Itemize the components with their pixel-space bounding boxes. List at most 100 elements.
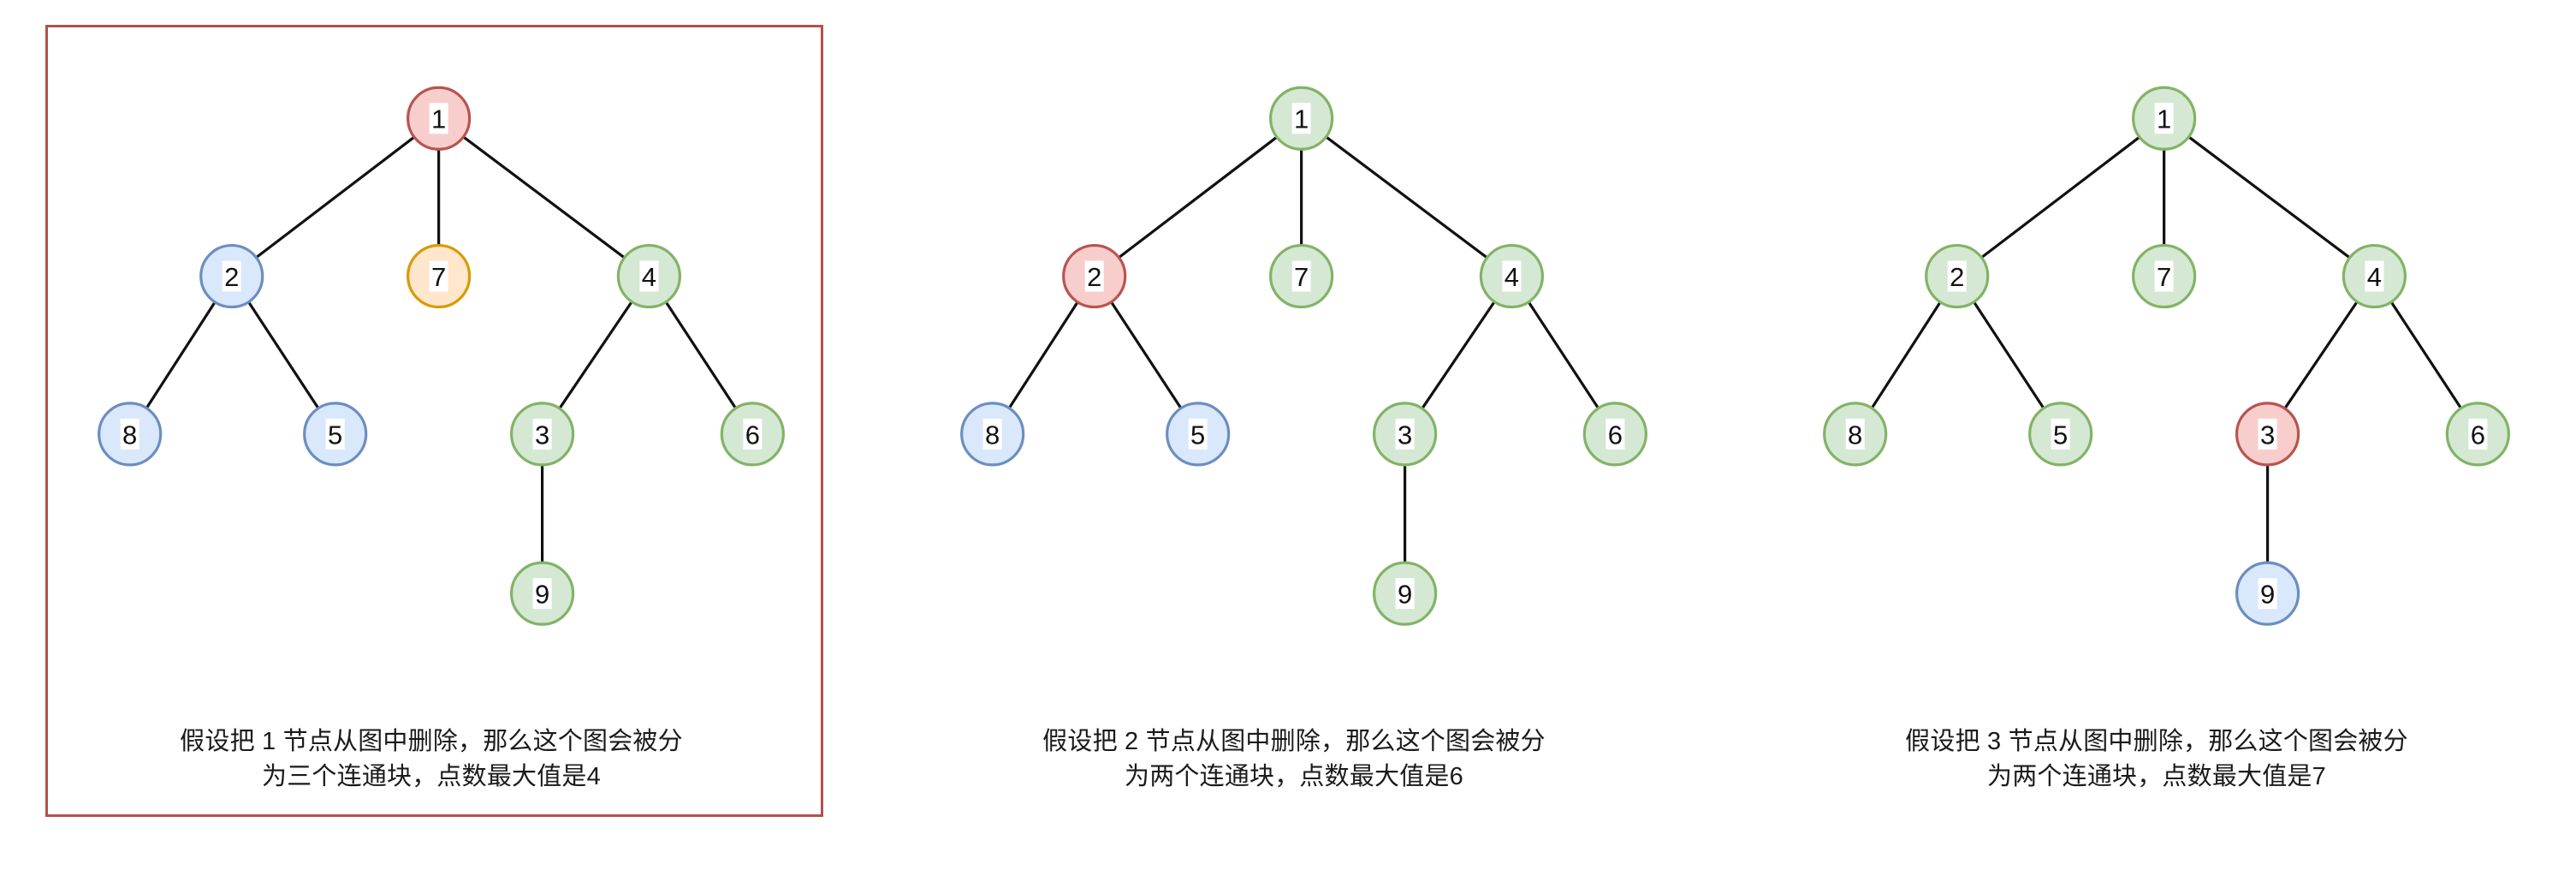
node-label-backdrop [1947,260,1967,292]
tree-node[interactable]: 6 [720,402,785,467]
node-label-backdrop [325,418,345,450]
node-label-backdrop [429,103,448,134]
panel-caption: 假设把 3 节点从图中删除，那么这个图会被分 为两个连通块，点数最大值是7 [1905,728,2408,791]
tree-node[interactable]: 9 [509,561,575,626]
tree-node[interactable]: 4 [616,243,682,309]
tree-node[interactable]: 8 [98,402,163,467]
node-label: 1 [2157,104,2171,134]
tree-edge [664,301,737,409]
tree-graph: 1 2 7 4 8 5 3 6 9 [960,86,1647,626]
edge-layer [1007,135,1600,563]
tree-edge [1118,135,1278,259]
node-label: 3 [535,420,549,450]
tree-node[interactable]: 7 [407,243,472,309]
tree-node[interactable]: 2 [1062,243,1127,309]
node-label-backdrop [2258,578,2277,610]
tree-edge [1325,135,1488,259]
tree-node[interactable]: 1 [2132,86,2197,151]
node-label: 9 [1398,580,1412,610]
node-label: 4 [2367,262,2382,292]
node-label: 9 [2260,580,2275,610]
panel-caption: 假设把 1 节点从图中删除，那么这个图会被分 为三个连通块，点数最大值是4 [180,728,683,791]
tree-node[interactable]: 9 [2235,561,2300,626]
tree-node[interactable]: 3 [2235,402,2300,467]
node-label: 4 [642,262,656,292]
tree-edge [1870,301,1942,409]
tree-node[interactable]: 7 [1269,243,1334,309]
node-label-backdrop [1845,418,1865,450]
node-label-backdrop [743,418,763,450]
panel-remove-3: 1 2 7 4 8 5 3 6 9 假设把 3 节点从图中删除，那么这个图会被分 为两个连通块，点… [1725,0,2576,870]
node-label: 6 [2471,420,2485,450]
tree-node[interactable]: 3 [509,402,575,467]
tree-edge [145,301,217,409]
tree-edge [1527,301,1600,409]
panel-remove-1: 1 2 7 4 8 5 3 6 9 假设把 1 节点从图中删除，那么这个图会被分 为三个连通块，点… [0,0,863,870]
node-label: 5 [328,420,342,450]
node-label: 3 [2260,420,2275,450]
node-label-backdrop [1395,578,1415,610]
node-label-backdrop [2365,260,2384,292]
node-label-backdrop [532,578,552,610]
node-label-backdrop [1606,418,1625,450]
node-label: 7 [1294,262,1309,292]
tree-edge [2389,301,2462,409]
node-label-backdrop [1084,260,1104,292]
node-label-backdrop [120,418,139,450]
tree-edge [1973,301,2045,409]
node-label-backdrop [532,418,552,450]
node-label: 8 [1848,420,1862,450]
node-label-backdrop [2154,103,2174,134]
node-label: 2 [1087,262,1101,292]
node-label-backdrop [429,260,448,292]
node-label-backdrop [2051,418,2070,450]
tree-node[interactable]: 1 [1269,86,1334,151]
tree-edge [558,301,633,409]
node-label-backdrop [2154,260,2174,292]
node-label: 1 [1294,104,1309,134]
tree-node[interactable]: 1 [407,86,472,151]
tree-edge [255,135,415,259]
tree-node[interactable]: 6 [2445,402,2510,467]
tree-edge [2283,301,2359,409]
tree-node[interactable]: 2 [1925,243,1990,309]
tree-edge [1980,135,2140,259]
tree-graph: 1 2 7 4 8 5 3 6 9 [98,86,785,626]
node-label: 7 [2157,262,2171,292]
node-label-backdrop [222,260,241,292]
node-label: 6 [1608,420,1623,450]
tree-node[interactable]: 7 [2132,243,2197,309]
tree-node[interactable]: 8 [1823,402,1888,467]
tree-node[interactable]: 5 [1166,402,1231,467]
tree-node[interactable]: 3 [1372,402,1438,467]
tree-node[interactable]: 8 [960,402,1025,467]
tree-edge [1421,301,1496,409]
tree-node[interactable]: 5 [2028,402,2093,467]
node-label-backdrop [1395,418,1415,450]
node-label: 2 [1950,262,1964,292]
node-label: 9 [535,580,549,610]
node-label: 2 [224,262,239,292]
tree-node[interactable]: 4 [2342,243,2407,309]
node-label: 7 [431,262,446,292]
tree-node[interactable]: 9 [1372,561,1438,626]
tree-node[interactable]: 4 [1479,243,1545,309]
tree-node[interactable]: 5 [303,402,368,467]
tree-edge [1110,301,1183,409]
node-label-backdrop [982,418,1002,450]
tree-node[interactable]: 2 [199,243,264,309]
node-label: 5 [2053,420,2068,450]
node-label-backdrop [2258,418,2277,450]
tree-edge [462,135,626,259]
node-label-backdrop [1291,260,1311,292]
node-label-backdrop [1291,103,1311,134]
node-label-backdrop [1502,260,1522,292]
node-label: 1 [431,104,446,134]
node-label-backdrop [2468,418,2488,450]
node-label: 5 [1190,420,1205,450]
node-label: 8 [122,420,137,450]
tree-node[interactable]: 6 [1582,402,1647,467]
node-label-backdrop [639,260,659,292]
